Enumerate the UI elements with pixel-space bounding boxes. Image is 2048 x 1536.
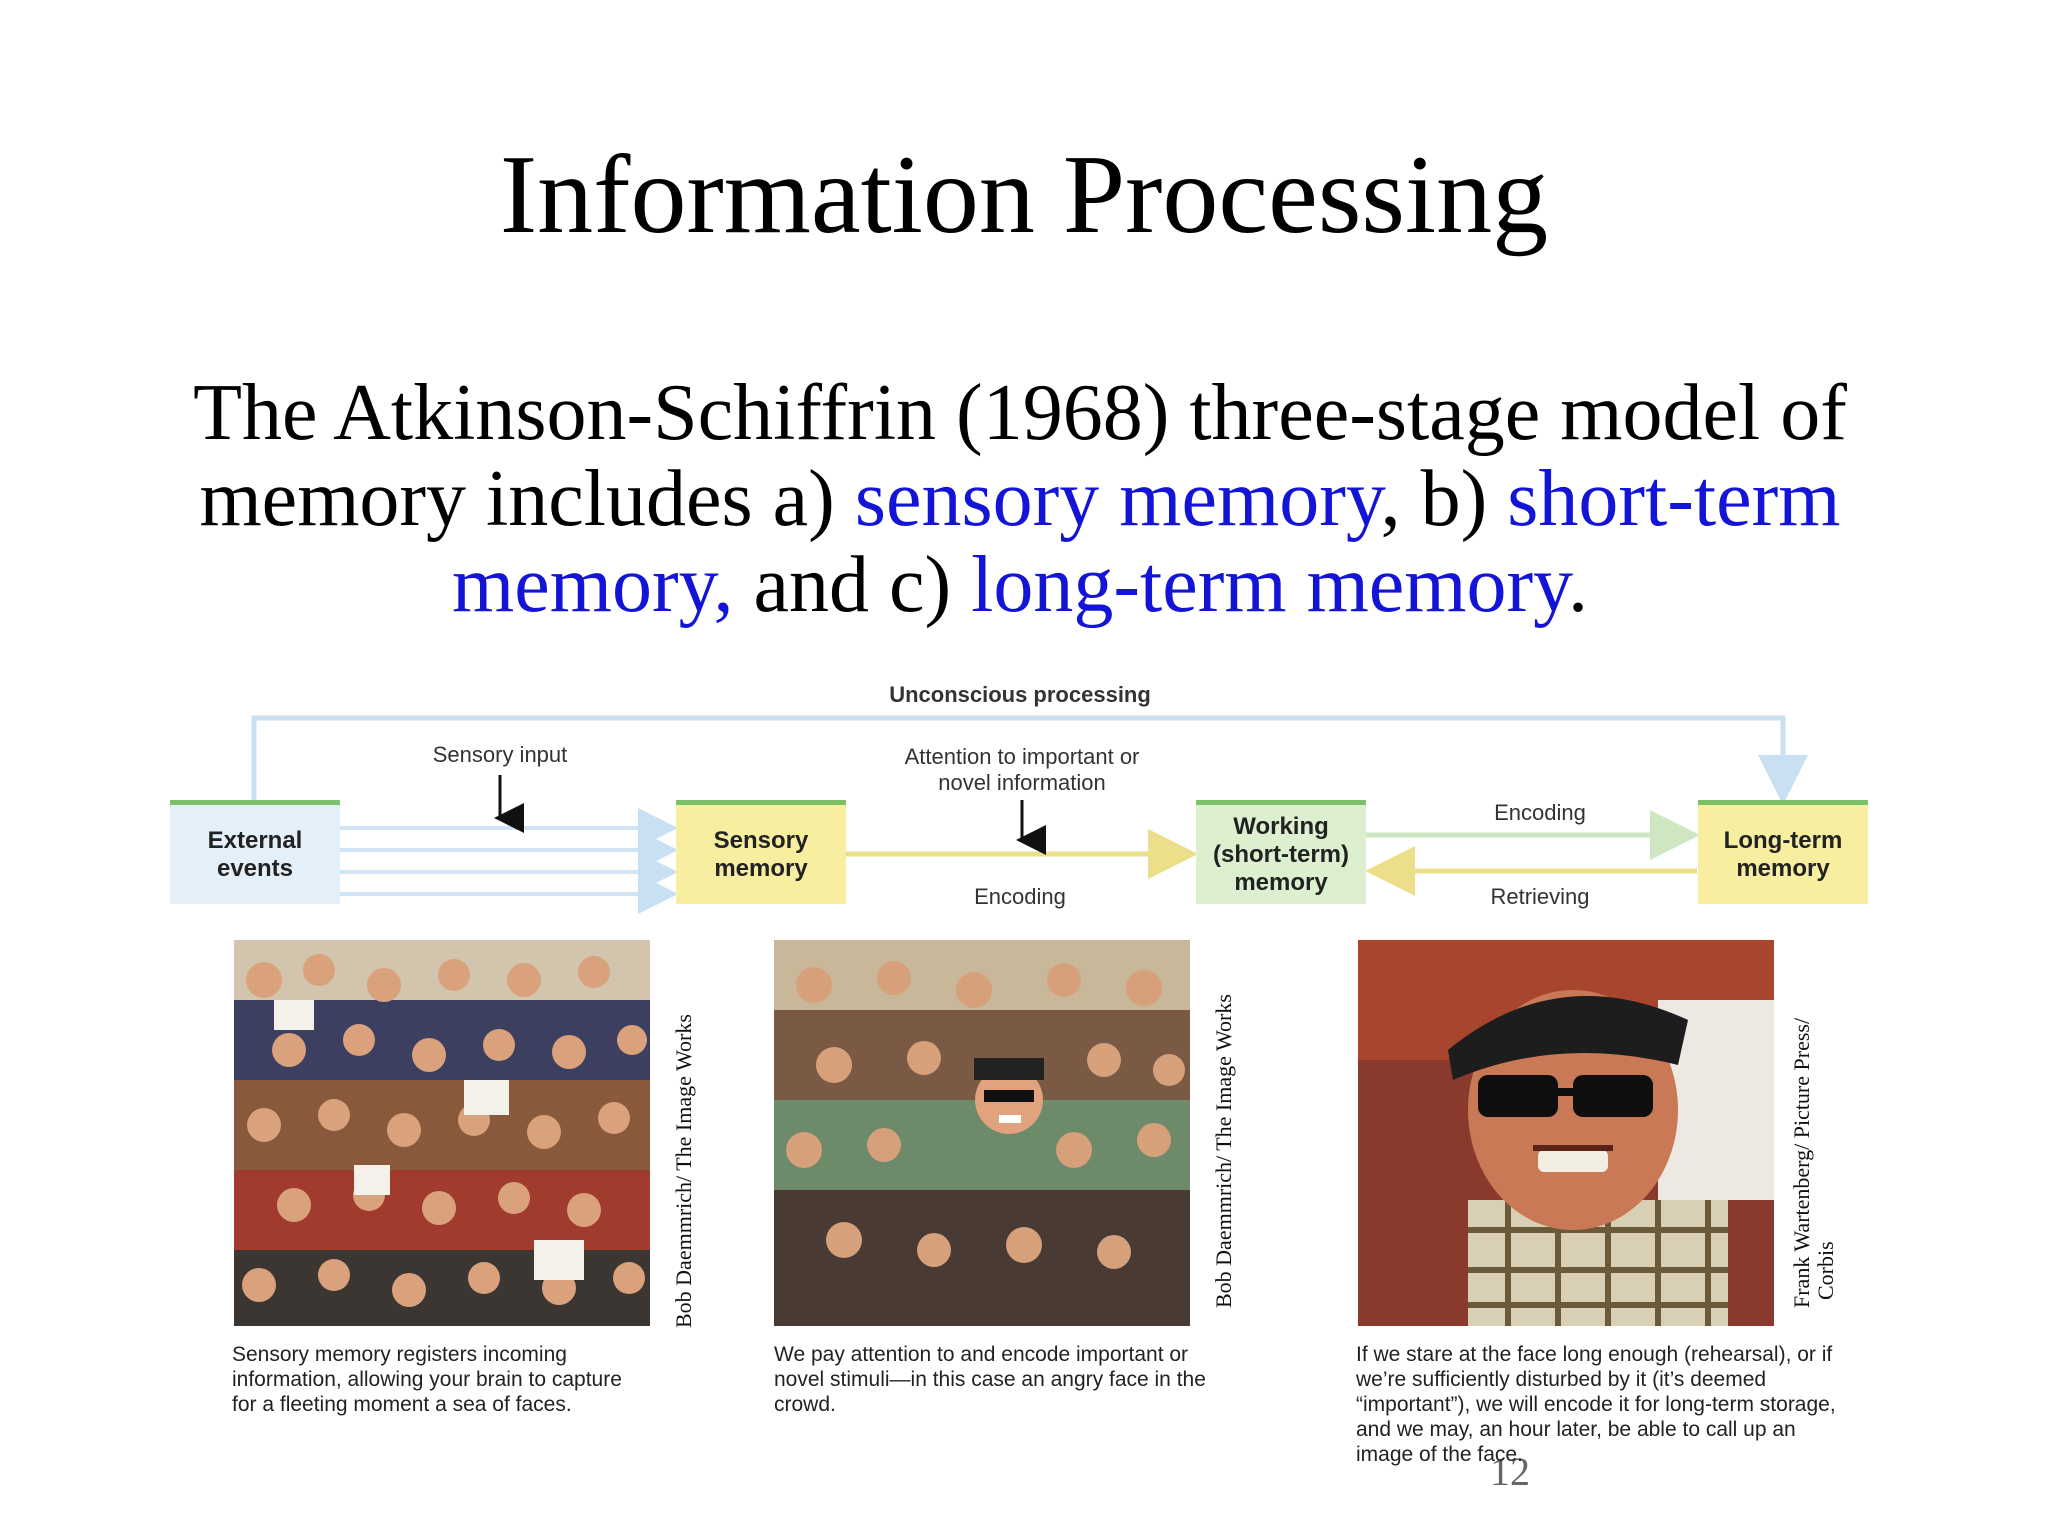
photo-credit-3-line1: Frank Wartenberg/ Picture Press/ bbox=[1789, 1017, 1814, 1308]
crowd-image bbox=[234, 940, 650, 1326]
working-memory-box: Working (short-term) memory bbox=[1196, 800, 1366, 904]
term-long-term-memory: long-term memory bbox=[971, 541, 1568, 629]
encoding-label-longterm: Encoding bbox=[1494, 800, 1586, 825]
angry-crowd-image bbox=[774, 940, 1190, 1326]
photo-credit-1: Bob Daemmrich/ The Image Works bbox=[671, 1014, 696, 1328]
term-sensory-memory: sensory memory bbox=[854, 455, 1381, 543]
photo-credit-3-line2: Corbis bbox=[1813, 1241, 1838, 1300]
angry-face-crowd-photo bbox=[774, 940, 1190, 1326]
crowd-photo bbox=[234, 940, 650, 1326]
sensory-input-label: Sensory input bbox=[432, 742, 568, 767]
photo-credit-2: Bob Daemmrich/ The Image Works bbox=[1211, 994, 1236, 1308]
term-short-term-memory: short-term memory, bbox=[452, 455, 1841, 629]
encoding-label-sensory: Encoding bbox=[974, 884, 1066, 909]
external-events-box: External events bbox=[170, 800, 340, 904]
page-number: 12 bbox=[1490, 1449, 1530, 1494]
attention-label: Attention to important or novel informat… bbox=[904, 744, 1140, 795]
external-to-sensory-arrows bbox=[340, 808, 678, 914]
intro-paragraph: The Atkinson-Schiffrin (1968) three-stag… bbox=[140, 370, 1900, 628]
intro-text-4: . bbox=[1567, 541, 1588, 629]
sensory-memory-box: Sensory memory bbox=[676, 800, 846, 904]
intro-text-3: and c) bbox=[733, 541, 972, 629]
caption-attention: We pay attention to and encode important… bbox=[774, 1342, 1214, 1417]
intro-text-1: The Atkinson-Schiffrin (1968) three-stag… bbox=[193, 369, 1847, 543]
close-up-face-image bbox=[1358, 940, 1774, 1326]
unconscious-path bbox=[251, 715, 1808, 805]
photo-credit-3: Frank Wartenberg/ Picture Press/ Corbis bbox=[1789, 1017, 1838, 1308]
intro-text-2: , b) bbox=[1380, 455, 1508, 543]
unconscious-processing-label: Unconscious processing bbox=[889, 682, 1151, 707]
caption-long-term: If we stare at the face long enough (reh… bbox=[1356, 1343, 1836, 1466]
long-term-memory-box: Long-term memory bbox=[1698, 800, 1868, 904]
slide-title: Information Processing bbox=[499, 133, 1549, 257]
close-up-face-photo bbox=[1358, 940, 1774, 1326]
caption-sensory: Sensory memory registers incoming inform… bbox=[232, 1342, 642, 1417]
retrieving-label: Retrieving bbox=[1490, 884, 1590, 909]
